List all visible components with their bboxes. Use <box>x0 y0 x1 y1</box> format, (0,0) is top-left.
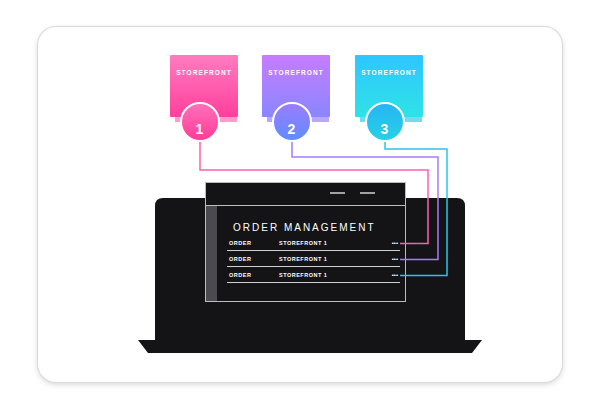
row-cell: STOREFRONT 1 <box>279 272 327 278</box>
row-cell: ORDER <box>229 272 279 278</box>
order-management-window: ORDER MANAGEMENTORDERSTOREFRONT 1•••ORDE… <box>217 206 405 301</box>
row-cell: STOREFRONT 1 <box>279 240 327 246</box>
callout-number: 1 <box>196 121 205 137</box>
laptop-screen <box>155 198 465 340</box>
row-cell: ORDER <box>229 256 279 262</box>
order-row: ORDERSTOREFRONT 1 ••• <box>227 252 400 267</box>
storefront-label: STOREFRONT <box>355 69 423 76</box>
row-cell: ••• <box>392 256 398 262</box>
order-row: ORDERSTOREFRONT 1 ••• <box>227 236 400 251</box>
callout-number: 2 <box>288 121 297 137</box>
window-title: ORDER MANAGEMENT <box>233 222 376 233</box>
storefront-label: STOREFRONT <box>170 69 238 76</box>
window-sidebar <box>206 206 217 301</box>
storefront-box: STOREFRONT3 <box>355 55 423 117</box>
row-cell: ••• <box>392 240 398 246</box>
callout-number: 3 <box>381 121 390 137</box>
storefront-label: STOREFRONT <box>262 69 330 76</box>
row-cell: STOREFRONT 1 <box>279 256 327 262</box>
order-row: ORDERSTOREFRONT 1 ••• <box>227 268 400 283</box>
storefront-box: STOREFRONT1 <box>170 55 238 117</box>
row-cell: ORDER <box>229 240 279 246</box>
storefront-number-circle: 3 <box>365 102 405 142</box>
window-body <box>206 206 406 302</box>
window-dash <box>360 192 375 193</box>
laptop-base <box>138 340 482 353</box>
connector-line <box>385 142 447 276</box>
window-dash <box>330 192 345 193</box>
storefront-number-circle: 2 <box>272 102 312 142</box>
storefront-box: STOREFRONT2 <box>262 55 330 117</box>
storefront-number-circle: 1 <box>180 102 220 142</box>
window-titlebar <box>206 183 406 206</box>
row-cell: ••• <box>392 272 398 278</box>
